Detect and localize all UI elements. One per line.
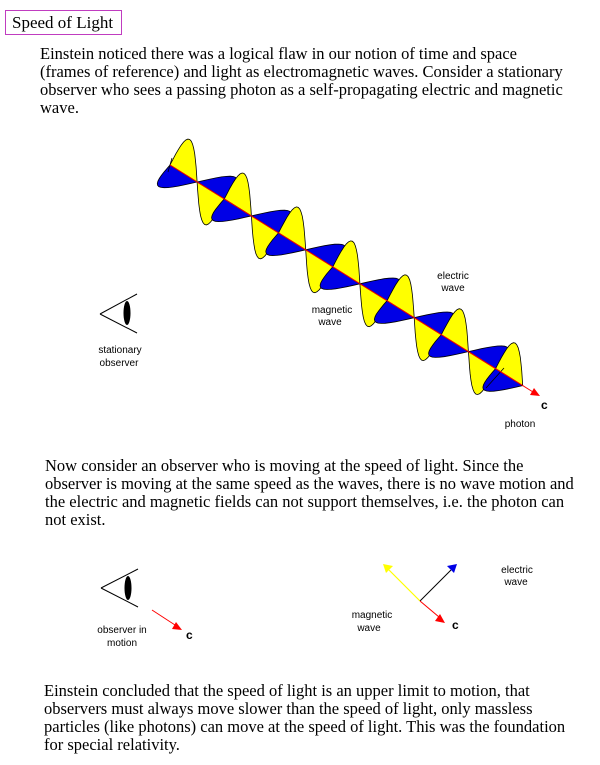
observer-speed-label: c xyxy=(186,628,193,642)
electric-wave-lobe xyxy=(386,274,415,319)
frozen-magnetic-arrowhead xyxy=(383,564,393,573)
photon-wave-diagram: electric wave magnetic wave stationary o… xyxy=(98,138,548,430)
observer-velocity-arrowhead xyxy=(172,622,182,630)
magnetic-wave-lobe xyxy=(482,368,524,392)
propagation-arrowhead xyxy=(530,388,540,396)
magnetic-wave-lobe xyxy=(211,198,253,223)
photon-label: photon xyxy=(505,419,536,430)
frozen-electric-arrowhead xyxy=(447,564,457,573)
frozen-propagation-arrowhead xyxy=(435,614,445,623)
electric-wave-lobe xyxy=(169,138,198,183)
electric-wave-lobe xyxy=(223,172,252,217)
observer-in-motion-label-2: motion xyxy=(107,638,137,649)
electric-wave-lobe xyxy=(495,342,524,387)
stationary-observer-label-2: observer xyxy=(100,358,140,369)
frozen-magnetic-label-2: wave xyxy=(356,623,381,634)
frozen-electric-label-1: electric xyxy=(501,565,533,576)
moving-observer-paragraph: Now consider an observer who is moving a… xyxy=(45,456,574,529)
speed-of-light-label: c xyxy=(541,398,548,412)
frozen-electric-vector xyxy=(419,569,452,602)
electric-wave-lobe xyxy=(440,308,469,353)
magnetic-wave-label-2: wave xyxy=(317,317,342,328)
magnetic-wave-lobe xyxy=(156,164,199,189)
stationary-observer-label-1: stationary xyxy=(98,345,141,356)
magnetic-wave-lobe xyxy=(373,300,416,324)
conclusion-paragraph: Einstein concluded that the speed of lig… xyxy=(44,681,566,754)
electric-wave-label-2: wave xyxy=(440,283,465,294)
propagation-axis xyxy=(169,164,534,393)
page-title: Speed of Light xyxy=(5,10,122,35)
frozen-propagation-vector xyxy=(419,600,440,618)
intro-paragraph: Einstein noticed there was a logical fla… xyxy=(40,44,563,117)
wave-lobes xyxy=(156,138,524,395)
magnetic-wave-label-1: magnetic xyxy=(312,305,353,316)
magnetic-wave-lobe xyxy=(428,334,470,358)
frozen-electric-label-2: wave xyxy=(503,577,528,588)
magnetic-wave-lobe xyxy=(265,232,307,257)
electric-wave-lobe xyxy=(332,240,361,285)
magnetic-wave-lobe xyxy=(319,266,361,290)
observer-velocity-arrow xyxy=(151,609,176,626)
electric-wave-lobe xyxy=(277,206,307,251)
frozen-magnetic-vector xyxy=(388,569,421,602)
eye-icon xyxy=(100,568,139,608)
electric-wave-label-1: electric xyxy=(437,271,469,282)
observer-in-motion-label-1: observer in xyxy=(97,625,146,636)
eye-icon xyxy=(99,293,138,334)
field-speed-label: c xyxy=(452,618,459,632)
frozen-magnetic-label-1: magnetic xyxy=(352,610,393,621)
